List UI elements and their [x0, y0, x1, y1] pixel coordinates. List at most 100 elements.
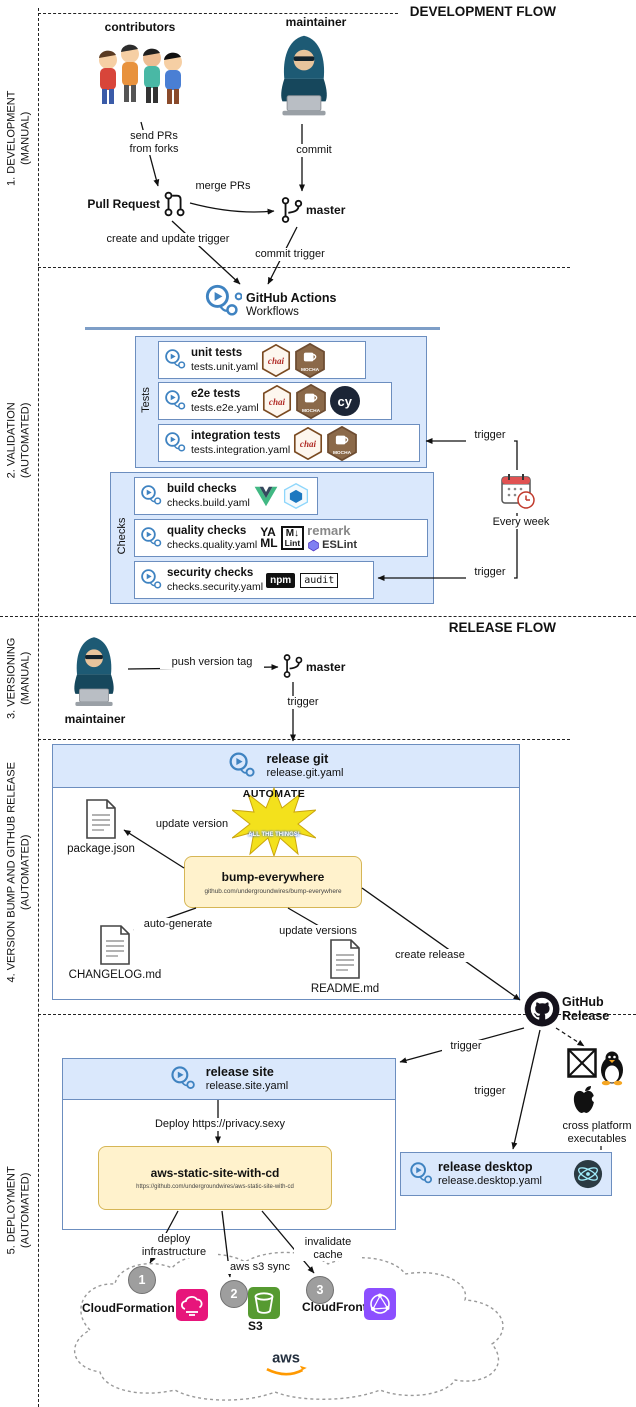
- release-desktop-file: release.desktop.yaml: [438, 1174, 542, 1187]
- release-git-title: release git: [266, 752, 329, 767]
- apple-icon: [573, 1086, 597, 1113]
- remark-icon: remark: [307, 523, 351, 538]
- github-actions-icon: [205, 284, 242, 316]
- svg-text:chai: chai: [268, 355, 285, 365]
- divider-deployment: [38, 1014, 636, 1015]
- s3-label: S3: [248, 1319, 263, 1333]
- cypress-icon: cy: [329, 386, 360, 416]
- github-actions-title: GitHub Actions: [246, 291, 337, 305]
- changelog-label: CHANGELOG.md: [68, 969, 162, 981]
- edge-auto-generate: auto-generate: [134, 918, 222, 931]
- maintainer-dev-label: maintainer: [285, 15, 347, 29]
- edge-push-version-tag: push version tag: [160, 656, 264, 669]
- release-site-file: release.site.yaml: [205, 1079, 289, 1092]
- edge-deploy-site: Deploy https://privacy.sexy: [140, 1118, 300, 1131]
- maintainer-release-icon: [74, 637, 114, 706]
- aws-static-site-url: https://github.com/undergroundwires/aws-…: [136, 1184, 294, 1190]
- chai-icon: chai: [294, 426, 323, 460]
- release-flow-banner: RELEASE FLOW: [398, 620, 556, 635]
- cloudformation-icon: [176, 1289, 208, 1321]
- side-label-version-bump: 4. VERSION BUMP AND GITHUB RELEASE(AUTOM…: [5, 762, 32, 983]
- meme-all-the-things-text: ALL THE THINGS!: [248, 832, 300, 838]
- security-checks-title: security checks: [167, 567, 254, 580]
- svg-text:MOCHA: MOCHA: [302, 408, 321, 414]
- bump-everywhere-box: bump-everywhere github.com/undergroundwi…: [184, 856, 362, 908]
- cloudfront-icon: [364, 1288, 396, 1320]
- side-label-validation: 2. VALIDATION(AUTOMATED): [5, 402, 32, 479]
- svg-text:MOCHA: MOCHA: [301, 367, 320, 373]
- master-release-branch-icon: [283, 654, 303, 678]
- edge-create-release: create release: [386, 949, 474, 962]
- edge-trigger-security: trigger: [466, 566, 514, 579]
- security-checks-file: checks.security.yaml: [167, 580, 264, 593]
- workflow-icon: [410, 1162, 433, 1184]
- svg-text:MOCHA: MOCHA: [333, 450, 352, 456]
- step-2-badge: 2: [220, 1280, 248, 1308]
- quality-checks-title: quality checks: [167, 525, 247, 538]
- workflow-icon: [141, 569, 162, 589]
- edge-trigger-integration: trigger: [466, 429, 514, 442]
- edge-aws-s3-sync: aws s3 sync: [222, 1261, 298, 1274]
- master-dev-branch-icon: [281, 197, 303, 223]
- divider-validation: [38, 267, 570, 268]
- side-label-development: 1. DEVELOPMENT(MANUAL): [5, 90, 32, 186]
- workflow-icon: [229, 752, 256, 777]
- workflow-icon: [141, 527, 162, 547]
- electron-icon: [573, 1159, 603, 1189]
- release-site-title: release site: [205, 1065, 274, 1080]
- contributors-label: contributors: [104, 20, 176, 34]
- package-json-label: package.json: [67, 843, 135, 855]
- svg-text:chai: chai: [300, 438, 317, 448]
- windows-icon: [567, 1048, 597, 1078]
- workflow-icon: [165, 390, 186, 410]
- edge-commit: commit: [286, 144, 342, 157]
- edge-create-update-trigger: create and update trigger: [98, 233, 238, 246]
- github-actions-subtitle: Workflows: [246, 306, 299, 318]
- release-git-header: release git release.git.yaml: [53, 745, 519, 788]
- quality-checks-file: checks.quality.yaml: [167, 538, 258, 551]
- changelog-file-icon: [100, 925, 130, 965]
- workflows-bar: [85, 327, 440, 330]
- chai-icon: chai: [262, 343, 291, 377]
- s3-icon: [248, 1287, 280, 1319]
- e2e-tests-title: e2e tests: [191, 388, 241, 401]
- aws-static-site-title: aws-static-site-with-cd: [150, 1166, 280, 1180]
- release-git-file: release.git.yaml: [266, 766, 344, 779]
- bump-everywhere-title: bump-everywhere: [221, 869, 325, 884]
- step-1-badge: 1: [128, 1266, 156, 1294]
- contributors-icon: [99, 44, 182, 104]
- package-json-file-icon: [86, 799, 116, 839]
- workflow-security-checks: security checks checks.security.yaml npm…: [134, 561, 374, 599]
- linux-tux-icon: [601, 1051, 623, 1086]
- automate-all-the-things-meme: AUTOMATE ALL THE THINGS!: [232, 786, 316, 856]
- pull-request-icon: [164, 191, 185, 217]
- unit-tests-file: tests.unit.yaml: [191, 360, 259, 373]
- workflow-build-checks: build checks checks.build.yaml: [134, 477, 318, 515]
- build-checks-file: checks.build.yaml: [167, 496, 250, 509]
- aws-static-site-box: aws-static-site-with-cd https://github.c…: [98, 1146, 332, 1210]
- svg-text:aws: aws: [272, 1350, 300, 1366]
- top-divider: [38, 13, 408, 14]
- readme-file-icon: [330, 939, 360, 979]
- development-flow-banner: DEVELOPMENT FLOW: [398, 4, 556, 19]
- release-desktop-title: release desktop: [438, 1160, 533, 1175]
- workflow-e2e-tests: e2e tests tests.e2e.yaml chai MOCHA cy: [158, 382, 392, 420]
- edge-update-version: update version: [146, 818, 238, 831]
- every-week-label: Every week: [486, 516, 556, 529]
- calendar-icon: [501, 474, 535, 509]
- workflow-icon: [141, 485, 162, 505]
- github-release-icon: [524, 991, 560, 1027]
- mocha-icon: MOCHA: [295, 342, 325, 378]
- mocha-icon: MOCHA: [327, 425, 358, 461]
- pull-request-label: Pull Request: [87, 197, 160, 211]
- edge-update-versions: update versions: [270, 925, 366, 938]
- build-checks-title: build checks: [167, 483, 237, 496]
- tests-group-label: Tests: [140, 387, 152, 413]
- eslint-icon: [308, 539, 319, 552]
- e2e-tests-file: tests.e2e.yaml: [191, 401, 259, 414]
- edge-merge-prs: merge PRs: [190, 180, 256, 193]
